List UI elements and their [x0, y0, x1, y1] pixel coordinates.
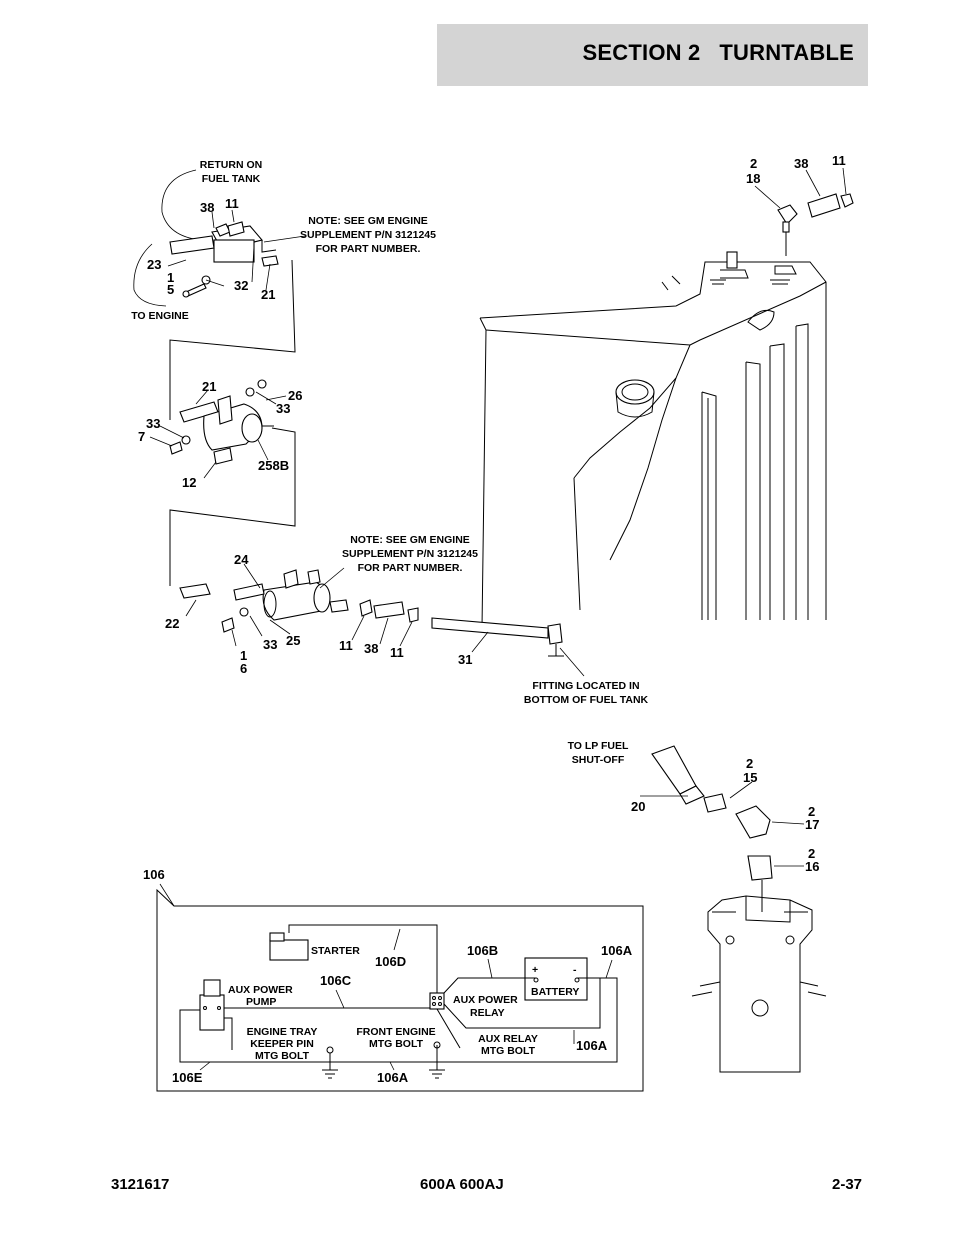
model-name: 600A 600AJ: [420, 1176, 504, 1193]
callout-15: 15: [743, 770, 757, 785]
note-lp-2: SHUT-OFF: [572, 754, 625, 766]
wire-106a: 106A: [601, 943, 633, 958]
gm-note-top-2: SUPPLEMENT P/N 3121245: [300, 229, 436, 241]
callout-12: 12: [182, 475, 196, 490]
callout-32: 32: [234, 278, 248, 293]
note-return-line2: FUEL TANK: [202, 173, 261, 185]
gm-note-top-1: NOTE: SEE GM ENGINE: [308, 215, 428, 227]
label-relay-2: RELAY: [470, 1007, 505, 1019]
label-aux-relay-2: MTG BOLT: [481, 1045, 536, 1057]
fuel-line-assembly: NOTE: SEE GM ENGINE SUPPLEMENT P/N 31212…: [165, 534, 649, 706]
callout-7: 7: [138, 429, 145, 444]
callout-106: 106: [143, 867, 165, 882]
callout-23: 23: [147, 257, 161, 272]
wire-106b: 106B: [467, 943, 498, 958]
callout-38: 38: [200, 200, 214, 215]
callout-26: 26: [288, 388, 302, 403]
callout-2: 2: [746, 756, 753, 771]
page-number: 2-37: [832, 1176, 863, 1193]
doc-number: 3121617: [111, 1176, 170, 1193]
note-fitting-1: FITTING LOCATED IN: [532, 680, 639, 692]
battery-minus: -: [573, 964, 577, 976]
lp-fuel-assembly: TO LP FUEL SHUT-OFF 2 15 20 2 17 2 16: [568, 740, 827, 1073]
battery-plus: +: [532, 964, 538, 976]
fuel-filter-assembly: 21 26 33 33 7 258B 12: [138, 379, 302, 490]
aux-power-relay: [429, 992, 445, 1010]
callout-17: 17: [805, 817, 819, 832]
label-front-engine-1: FRONT ENGINE: [356, 1026, 435, 1038]
callout-33: 33: [263, 637, 277, 652]
label-relay-1: AUX POWER: [453, 994, 518, 1006]
note-return-line1: RETURN ON: [200, 159, 262, 171]
label-aux-relay-1: AUX RELAY: [478, 1033, 538, 1045]
wiring-harness-106: 106 STARTER AUX POWER PUMP AUX POWER REL…: [143, 867, 644, 1092]
label-front-engine-2: MTG BOLT: [369, 1038, 424, 1050]
callout-24: 24: [234, 552, 249, 567]
callout-6: 6: [240, 661, 247, 676]
fuel-tank: [479, 251, 827, 629]
wire-106e: 106E: [172, 1070, 203, 1085]
callout-33: 33: [146, 416, 160, 431]
callout-11: 11: [225, 196, 239, 211]
section-header: SECTION 2 TURNTABLE: [437, 24, 868, 86]
callout-1: 1: [240, 648, 247, 663]
label-engine-tray-3: MTG BOLT: [255, 1050, 310, 1062]
callout-16: 16: [805, 859, 819, 874]
connector-lines: [169, 259, 296, 586]
callout-22: 22: [165, 616, 179, 631]
callout-11: 11: [390, 645, 404, 660]
label-engine-tray-2: KEEPER PIN: [250, 1038, 314, 1050]
section-title: SECTION 2 TURNTABLE: [582, 40, 854, 65]
note-to-engine: TO ENGINE: [131, 310, 189, 322]
aux-power-pump: [199, 994, 225, 1031]
note-lp-1: TO LP FUEL: [568, 740, 629, 752]
callout-18: 18: [746, 171, 760, 186]
callout-38: 38: [364, 641, 378, 656]
callout-2: 2: [750, 156, 757, 171]
label-battery: BATTERY: [531, 986, 579, 998]
label-aux-pump-2: PUMP: [246, 996, 276, 1008]
callout-21: 21: [202, 379, 216, 394]
gm-note-mid-2: SUPPLEMENT P/N 3121245: [342, 548, 478, 560]
callout-2: 2: [808, 846, 815, 861]
callout-11: 11: [339, 638, 353, 653]
wire-106c: 106C: [320, 973, 352, 988]
callout-2: 2: [808, 804, 815, 819]
fuel-pump-assembly: RETURN ON FUEL TANK TO ENGINE NOTE: SEE …: [131, 159, 436, 322]
callout-1: 1: [167, 270, 174, 285]
tank-return-fittings: 2 18 38 11: [746, 153, 854, 256]
callout-21: 21: [261, 287, 275, 302]
callout-5: 5: [167, 282, 174, 297]
battery: [524, 957, 588, 1001]
note-fitting-2: BOTTOM OF FUEL TANK: [524, 694, 649, 706]
gm-note-top-3: FOR PART NUMBER.: [316, 243, 421, 255]
callout-33: 33: [276, 401, 290, 416]
wire-106d: 106D: [375, 954, 406, 969]
callout-11: 11: [832, 153, 846, 168]
wire-106a: 106A: [377, 1070, 409, 1085]
gm-note-mid-3: FOR PART NUMBER.: [358, 562, 463, 574]
callout-25: 25: [286, 633, 300, 648]
callout-258b: 258B: [258, 458, 289, 473]
starter-box: [269, 939, 309, 961]
callout-20: 20: [631, 799, 645, 814]
label-aux-pump-1: AUX POWER: [228, 984, 293, 996]
label-starter: STARTER: [311, 945, 360, 957]
callout-31: 31: [458, 652, 472, 667]
callout-38: 38: [794, 156, 808, 171]
gm-note-mid-1: NOTE: SEE GM ENGINE: [350, 534, 470, 546]
label-engine-tray-1: ENGINE TRAY: [247, 1026, 318, 1038]
wire-106a: 106A: [576, 1038, 608, 1053]
